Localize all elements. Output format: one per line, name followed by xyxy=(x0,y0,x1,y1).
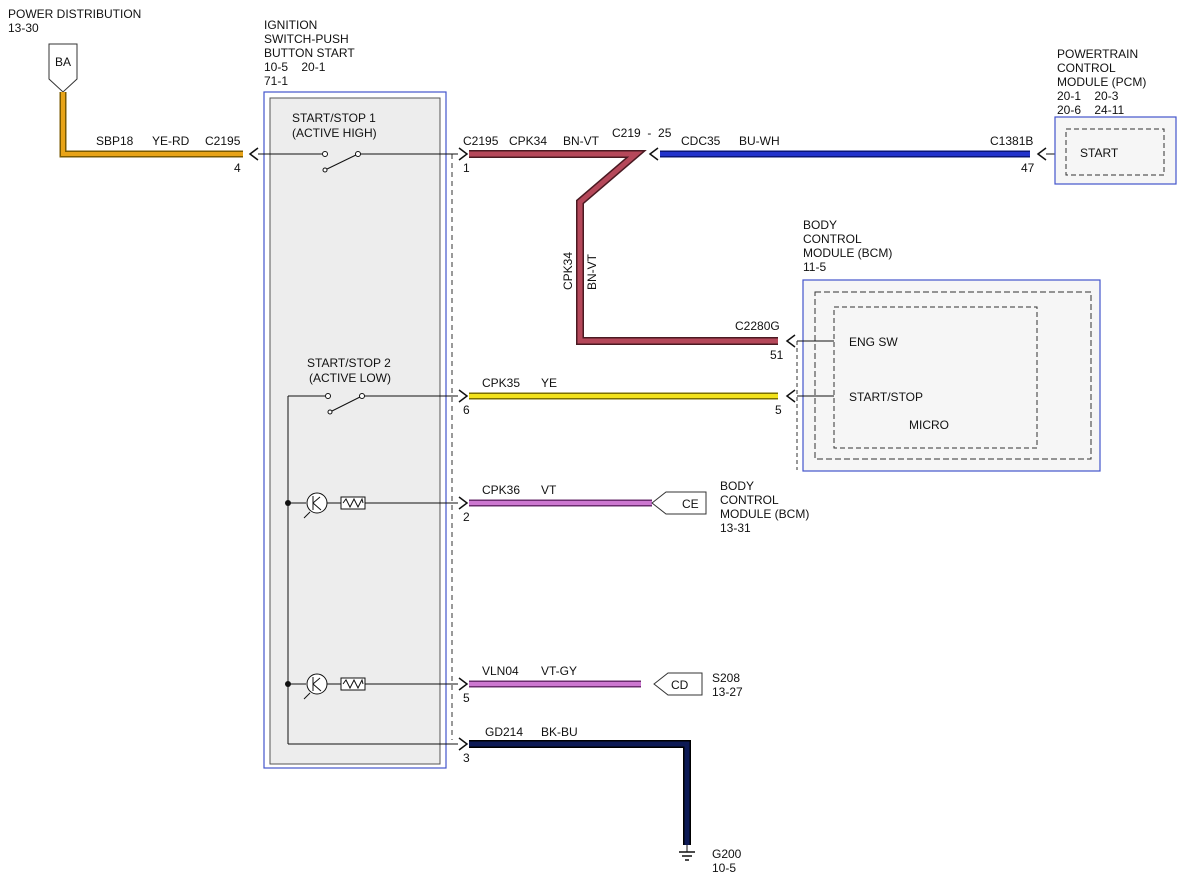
connector-ce-tag xyxy=(651,491,707,515)
wire-cpk34-pin: 1 xyxy=(463,161,470,175)
wire-sbp18-pin: 4 xyxy=(234,161,241,175)
power-distribution-title: POWER DISTRIBUTION xyxy=(8,7,141,21)
wire-cpk35-color-code: YE xyxy=(541,376,557,390)
wire-vln04-pin: 5 xyxy=(463,691,470,705)
wire-sbp18-connector: C2195 xyxy=(205,134,241,148)
switch-module-ref2: 71-1 xyxy=(264,74,288,88)
connector-arrow-pin3 xyxy=(458,737,469,751)
power-distribution-ref: 13-30 xyxy=(8,21,39,35)
switch-module-line2: SWITCH-PUSH xyxy=(264,32,349,46)
s208-name: S208 xyxy=(712,671,740,685)
pcm-ref1: 20-1 20-3 xyxy=(1057,89,1119,103)
wire-cpk34-circuit: CPK34 xyxy=(509,134,547,148)
bcm-line3: MODULE (BCM) xyxy=(803,246,892,260)
connector-ba-tag xyxy=(48,43,78,93)
wire-sbp18 xyxy=(59,92,243,158)
bcm-micro-dashed xyxy=(833,306,1038,449)
ce-bcm-line3: MODULE (BCM) xyxy=(720,507,809,521)
connector-arrow-pcm xyxy=(1036,147,1047,161)
wire-cdc35-circuit: CDC35 xyxy=(681,134,721,148)
pcm-line2: CONTROL xyxy=(1057,61,1116,75)
sw1-label-line1: START/STOP 1 xyxy=(292,111,376,125)
indicator-led-1 xyxy=(285,492,341,519)
wire-sbp18-circuit: SBP18 xyxy=(96,134,134,148)
wire-cpk35-pin-left: 6 xyxy=(463,403,470,417)
switch-module-inner-box xyxy=(269,97,441,765)
ce-bcm-ref: 13-31 xyxy=(720,521,751,535)
connector-ba-label: BA xyxy=(55,55,71,69)
splice-c219-label: C219 - 25 xyxy=(612,126,672,140)
sw1-label-line2: (ACTIVE HIGH) xyxy=(292,126,377,140)
ce-bcm-line2: CONTROL xyxy=(720,493,779,507)
connector-arrow-c219 xyxy=(648,147,659,161)
wire-cpk36-pin: 2 xyxy=(463,510,470,524)
bcm-box xyxy=(802,279,1101,472)
pcm-inner-box xyxy=(1065,128,1165,176)
ground-name: G200 xyxy=(712,847,742,861)
connector-arrow-pin6 xyxy=(458,389,469,403)
wire-vln04-circuit: VLN04 xyxy=(482,664,519,678)
wire-gd214 xyxy=(469,740,691,845)
wire-cpk34-vertical-circuit: CPK34 xyxy=(561,252,575,290)
pcm-line3: MODULE (PCM) xyxy=(1057,75,1146,89)
wire-cdc35-connector: C1381B xyxy=(990,134,1033,148)
switch-module-line1: IGNITION xyxy=(264,18,317,32)
resistor-2 xyxy=(340,677,458,691)
connector-arrow-c2195-left xyxy=(248,147,259,161)
pcm-ref2: 20-6 24-11 xyxy=(1057,103,1124,117)
wire-cpk36-color-code: VT xyxy=(541,483,557,497)
pcm-line1: POWERTRAIN xyxy=(1057,47,1138,61)
sw2-label-line2: (ACTIVE LOW) xyxy=(309,371,391,385)
bcm-eng-sw: ENG SW xyxy=(849,335,898,349)
wire-cpk34-color-code: BN-VT xyxy=(563,134,600,148)
connector-cd-tag xyxy=(653,672,703,696)
bcm-start-stop: START/STOP xyxy=(849,390,923,404)
wire-gd214-circuit: GD214 xyxy=(485,725,523,739)
bcm-line1: BODY xyxy=(803,218,837,232)
resistor-1 xyxy=(340,496,458,510)
bcm-outer-dashed xyxy=(814,291,1092,460)
wire-cpk35-circuit: CPK35 xyxy=(482,376,520,390)
switch-module-ref1: 10-5 20-1 xyxy=(264,60,326,74)
connector-cd-label: CD xyxy=(671,678,689,692)
connector-arrow-bcm-51 xyxy=(785,334,796,348)
wire-cpk34-connector-c2280g: C2280G xyxy=(735,319,780,333)
wire-cpk34-pin-51: 51 xyxy=(770,348,784,362)
pcm-start-signal: START xyxy=(1080,146,1119,160)
pcm-box xyxy=(1054,116,1177,185)
sw1-switch-symbol xyxy=(258,151,458,173)
connector-ce-label: CE xyxy=(682,497,699,511)
sw2-switch-symbol xyxy=(288,393,458,415)
switch-module-line3: BUTTON START xyxy=(264,46,355,60)
sw2-label-line1: START/STOP 2 xyxy=(307,356,391,370)
indicator-led-2 xyxy=(285,673,341,700)
wire-cpk36-circuit: CPK36 xyxy=(482,483,520,497)
wire-cdc35-color-code: BU-WH xyxy=(739,134,780,148)
wire-cpk34-connector: C2195 xyxy=(463,134,499,148)
ce-bcm-line1: BODY xyxy=(720,479,754,493)
ground-symbol xyxy=(679,845,695,861)
wire-vln04-color-code: VT-GY xyxy=(541,664,577,678)
wire-gd214-color-code: BK-BU xyxy=(541,725,578,739)
wire-cpk35-pin-right: 5 xyxy=(775,403,782,417)
wire-gd214-pin: 3 xyxy=(463,751,470,765)
wire-cpk34-vertical-color-code: BN-VT xyxy=(585,253,599,290)
connector-arrow-c2195-pin1 xyxy=(458,147,469,161)
bcm-ref: 11-5 xyxy=(803,260,826,274)
bcm-line2: CONTROL xyxy=(803,232,862,246)
connector-arrow-bcm-5 xyxy=(785,389,796,403)
bcm-micro: MICRO xyxy=(909,418,949,432)
connector-arrow-pin5 xyxy=(458,677,469,691)
wire-cpk34 xyxy=(469,150,778,345)
connector-arrow-pin2 xyxy=(458,496,469,510)
wire-sbp18-color-code: YE-RD xyxy=(152,134,190,148)
ground-ref: 10-5 xyxy=(712,861,736,875)
s208-ref: 13-27 xyxy=(712,685,743,699)
wire-cdc35-pin: 47 xyxy=(1021,161,1035,175)
